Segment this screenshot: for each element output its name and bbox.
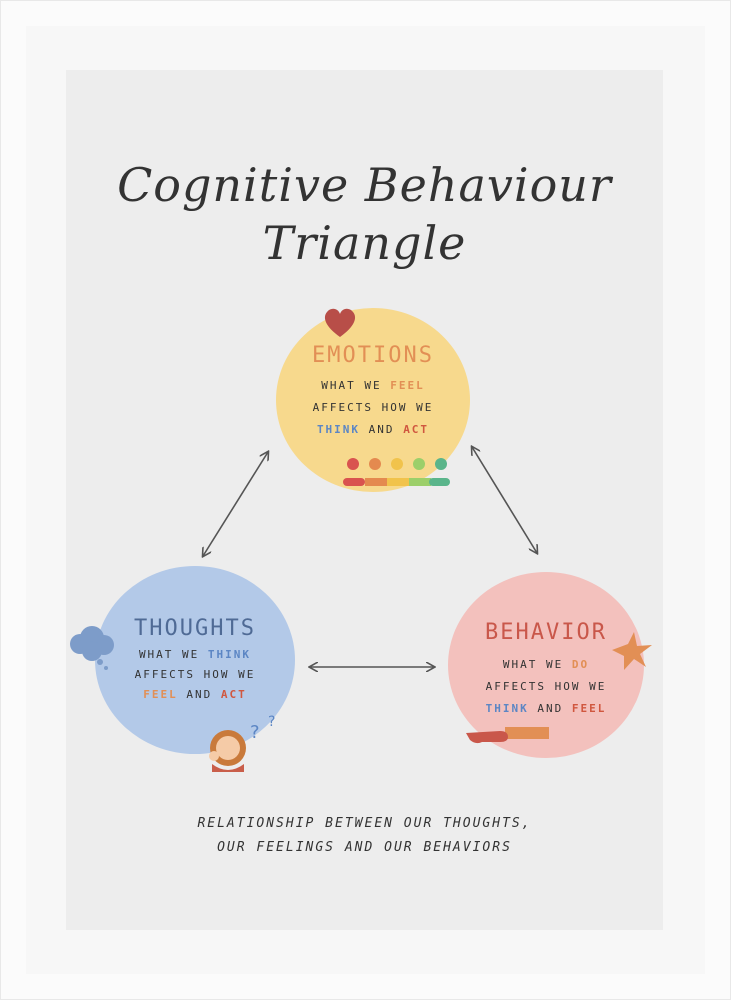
svg-text:?: ?: [250, 722, 260, 743]
arrow-icon: [472, 447, 537, 553]
thoughts-line1-prefix: WHAT WE: [138, 648, 208, 661]
thoughts-circle: [95, 566, 295, 754]
poster: [66, 70, 663, 930]
emotions-description: WHAT WE FEEL AFFECTS HOW WE THINK AND AC…: [276, 375, 470, 441]
behavior-heading: BEHAVIOR: [485, 620, 607, 645]
thoughts-heading: THOUGHTS: [134, 616, 256, 641]
thinking-person-icon: [209, 730, 246, 772]
emotions-line3-highlight2: ACT: [403, 423, 430, 436]
behavior-line1-highlight: DO: [571, 658, 590, 671]
thoughts-line2: AFFECTS HOW WE: [134, 668, 256, 681]
behavior-line1-prefix: WHAT WE: [502, 658, 572, 671]
behavior-line2: AFFECTS HOW WE: [485, 680, 607, 693]
thoughts-description: WHAT WE THINK AFFECTS HOW WE FEEL AND AC…: [95, 645, 295, 705]
heart-icon: [324, 308, 356, 337]
thoughts-line1-highlight: THINK: [207, 648, 252, 661]
star-burst-icon: [612, 632, 652, 670]
caption-line-2: OUR FEELINGS AND OUR BEHAVIORS: [217, 840, 512, 855]
emotions-line1-prefix: WHAT WE: [321, 379, 391, 392]
title-line-2: Triangle: [262, 216, 467, 270]
emotions-heading: EMOTIONS: [312, 343, 434, 368]
behavior-line3-highlight2: FEEL: [571, 702, 607, 715]
caption-line-1: RELATIONSHIP BETWEEN OUR THOUGHTS,: [197, 816, 532, 831]
svg-text:?: ?: [268, 714, 275, 730]
thought-cloud-icon: [70, 626, 114, 670]
mood-faces-icon: [343, 458, 450, 486]
emotions-line1-highlight: FEEL: [390, 379, 425, 392]
emotions-line3-mid: AND: [360, 423, 404, 436]
behavior-line3-mid: AND: [528, 702, 572, 715]
title-line-1: Cognitive Behaviour: [117, 158, 612, 212]
behavior-line3-highlight1: THINK: [485, 702, 529, 715]
thoughts-line3-mid: AND: [177, 688, 221, 701]
emotions-line2: AFFECTS HOW WE: [312, 401, 434, 414]
emotions-line3-highlight1: THINK: [316, 423, 361, 436]
behavior-description: WHAT WE DO AFFECTS HOW WE THINK AND FEEL: [448, 654, 644, 720]
caption: RELATIONSHIP BETWEEN OUR THOUGHTS, OUR F…: [66, 812, 663, 860]
arrow-icon: [203, 452, 268, 556]
thoughts-line3-highlight2: ACT: [220, 688, 247, 701]
thoughts-line3-highlight1: FEEL: [143, 688, 178, 701]
question-marks-icon: ? ?: [250, 714, 275, 743]
pointing-hand-icon: [466, 727, 549, 744]
